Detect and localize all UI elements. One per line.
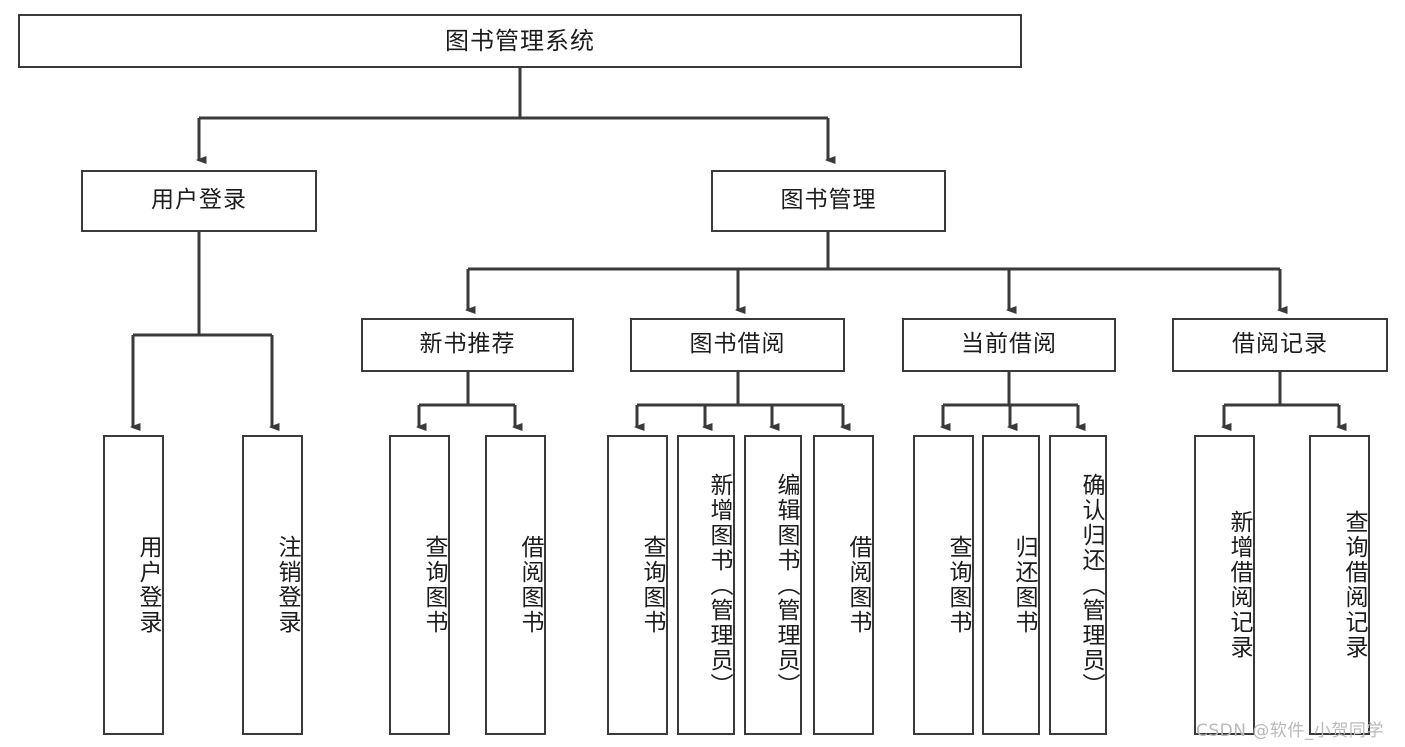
node-current-borrow[interactable]: 当前借阅 <box>902 318 1116 372</box>
node-label: 归还图书 <box>1011 535 1037 635</box>
node-root-library-system[interactable]: 图书管理系统 <box>18 14 1022 68</box>
leaf-book-borrow-add[interactable]: 新增图书（管理员） <box>677 435 735 735</box>
leaf-borrow-record-add[interactable]: 新增借阅记录 <box>1194 435 1255 735</box>
leaf-user-login-logout[interactable]: 注销登录 <box>242 435 303 735</box>
node-label: 借阅记录 <box>1232 331 1328 358</box>
node-label: 借阅图书 <box>845 535 871 635</box>
leaf-user-login-login[interactable]: 用户登录 <box>103 435 164 735</box>
node-label: 注销登录 <box>274 535 300 635</box>
node-label: 新增图书（管理员） <box>706 472 732 698</box>
node-label: 新书推荐 <box>419 331 516 358</box>
leaf-book-borrow-query[interactable]: 查询图书 <box>607 435 668 735</box>
leaf-current-borrow-query[interactable]: 查询图书 <box>913 435 974 735</box>
node-book-management[interactable]: 图书管理 <box>711 170 946 232</box>
leaf-book-borrow-edit[interactable]: 编辑图书（管理员） <box>744 435 802 735</box>
node-label: 查询图书 <box>639 535 665 635</box>
node-label: 查询图书 <box>945 535 971 635</box>
leaf-book-borrow-borrow[interactable]: 借阅图书 <box>813 435 874 735</box>
node-label: 借阅图书 <box>517 535 543 635</box>
node-label: 确认归还（管理员） <box>1078 472 1104 698</box>
leaf-borrow-record-query[interactable]: 查询借阅记录 <box>1309 435 1370 735</box>
leaf-new-book-borrow[interactable]: 借阅图书 <box>485 435 546 735</box>
leaf-new-book-query[interactable]: 查询图书 <box>389 435 450 735</box>
leaf-current-borrow-confirm-return[interactable]: 确认归还（管理员） <box>1049 435 1107 735</box>
node-label: 图书借阅 <box>689 331 786 358</box>
node-user-login[interactable]: 用户登录 <box>81 170 317 232</box>
node-label: 新增借阅记录 <box>1226 510 1252 660</box>
node-label: 用户登录 <box>151 187 247 214</box>
node-label: 图书管理 <box>780 187 877 214</box>
node-label: 查询借阅记录 <box>1341 510 1367 660</box>
node-label: 图书管理系统 <box>445 26 595 55</box>
node-label: 编辑图书（管理员） <box>773 472 799 698</box>
node-label: 查询图书 <box>421 535 447 635</box>
node-label: 用户登录 <box>135 535 161 635</box>
node-new-book-recommend[interactable]: 新书推荐 <box>361 318 574 372</box>
node-book-borrow[interactable]: 图书借阅 <box>630 318 845 372</box>
node-label: 当前借阅 <box>961 331 1057 358</box>
leaf-current-borrow-return[interactable]: 归还图书 <box>982 435 1040 735</box>
node-borrow-record[interactable]: 借阅记录 <box>1172 318 1388 372</box>
